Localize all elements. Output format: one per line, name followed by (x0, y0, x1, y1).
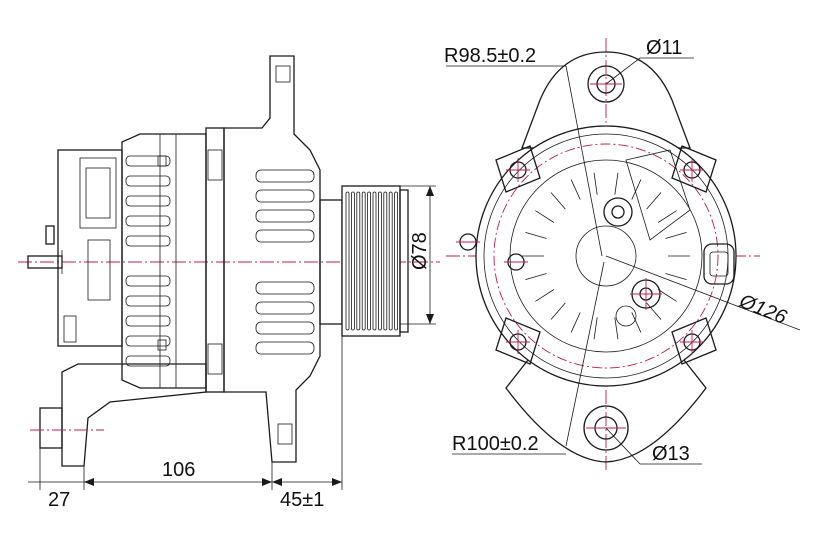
side-view: Ø78 106 27 45±1 (18, 55, 440, 511)
connector-plug (703, 243, 735, 285)
pulley-diameter-label: Ø78 (409, 232, 431, 270)
rear-housing (121, 133, 207, 389)
lower-hole-label: Ø13 (652, 443, 690, 465)
regulator-bracket (625, 149, 691, 241)
mount-offset-label: 27 (48, 489, 70, 511)
lower-radius-leader (565, 261, 605, 447)
body-diameter-label: Ø126 (735, 290, 790, 329)
stator (205, 127, 225, 393)
terminal-studs (603, 197, 662, 310)
upper-radius-leader (565, 65, 603, 257)
hub (575, 225, 637, 287)
dim-pulley-diameter: Ø78 (400, 185, 436, 325)
overall-length-label: 106 (162, 459, 195, 481)
front-housing (223, 55, 321, 463)
lower-mount-ear (505, 359, 707, 463)
upper-hole-label: Ø11 (646, 37, 682, 59)
lower-radius-label: R100±0.2 (452, 433, 539, 455)
upper-mount-ear (521, 51, 691, 149)
diode-plate-slots (522, 172, 690, 340)
lower-bracket (30, 363, 207, 467)
pulley-grooves (345, 191, 399, 331)
front-view: R98.5±0.2 Ø11 R100±0.2 Ø13 Ø126 (444, 37, 801, 470)
dim-bottom: 106 27 45±1 (28, 336, 343, 511)
corner-flanges (495, 145, 717, 365)
pulley (319, 185, 409, 337)
rear-cover (27, 149, 123, 347)
body-diameter-leader (605, 255, 801, 331)
bolt-holes (456, 158, 704, 354)
housing-body (475, 125, 737, 387)
pulley-offset-label: 45±1 (280, 489, 324, 511)
upper-radius-label: R98.5±0.2 (444, 45, 536, 67)
